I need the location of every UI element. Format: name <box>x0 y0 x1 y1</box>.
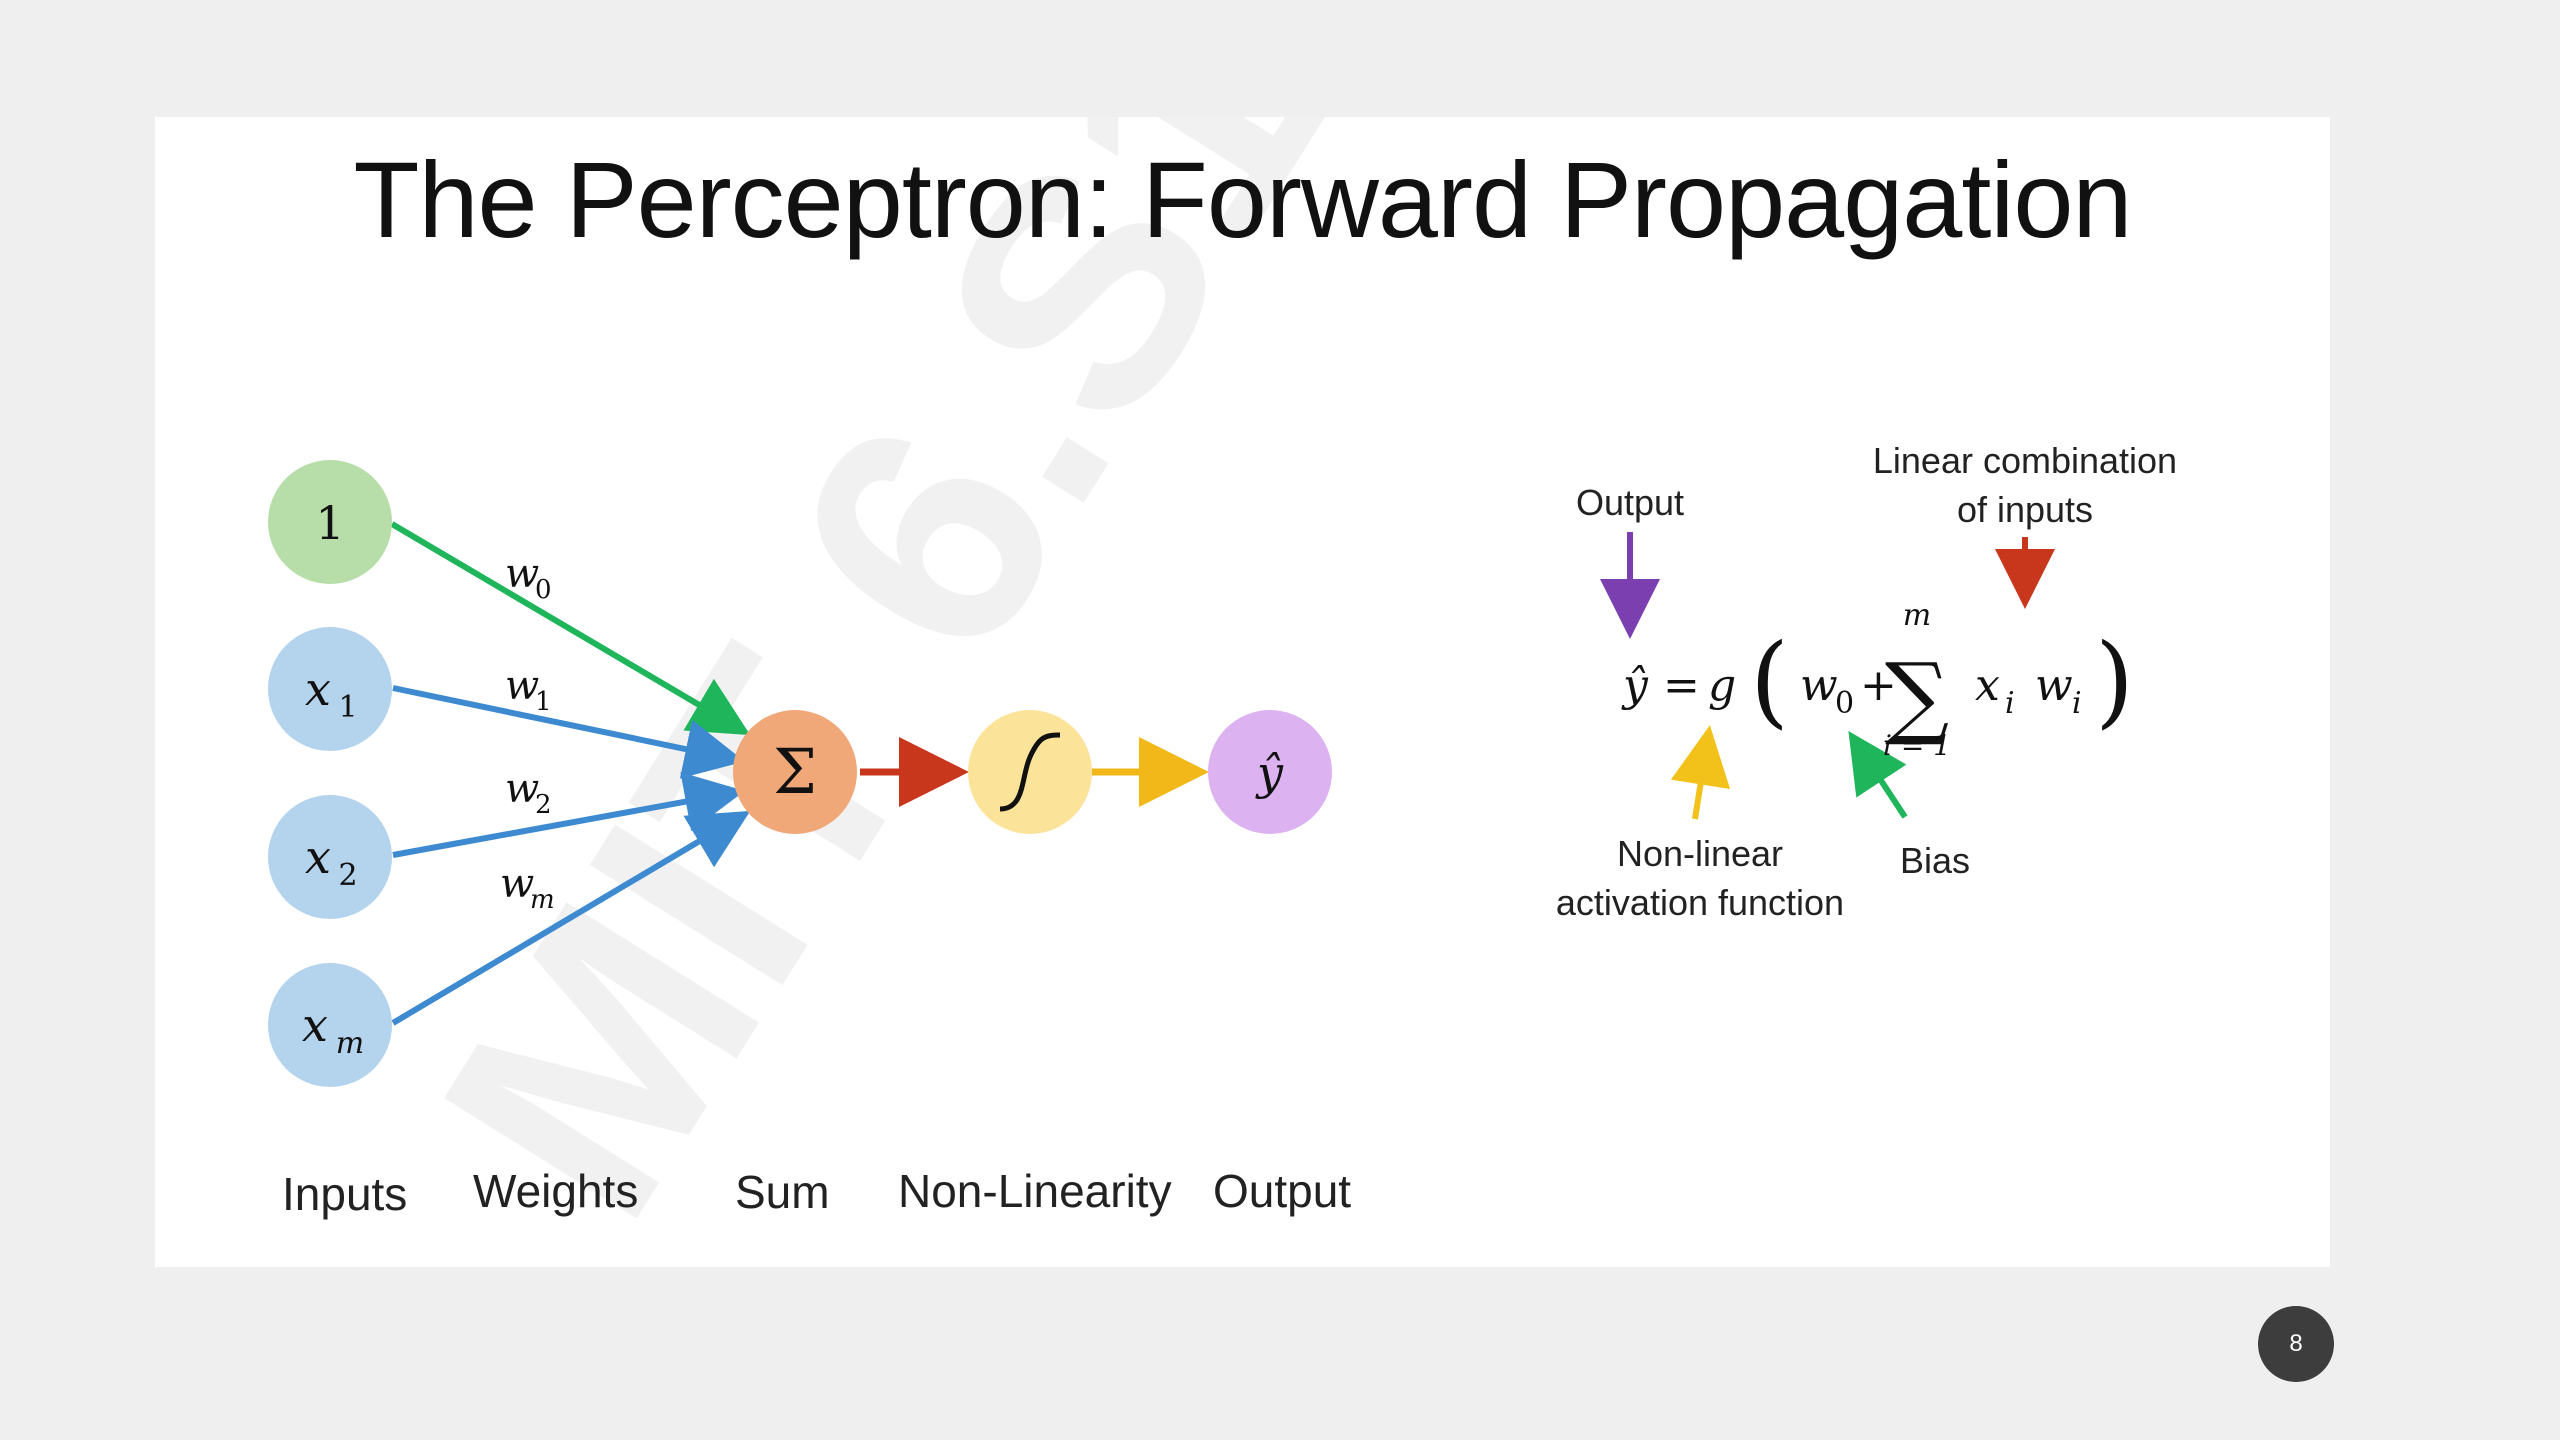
annotation-linear-combination: Linear combination of inputs <box>1855 437 2195 534</box>
svg-text:2: 2 <box>338 858 357 893</box>
svg-text:ŷ: ŷ <box>1255 746 1284 800</box>
svg-text:m: m <box>336 1026 364 1061</box>
equation-equals: = <box>1663 660 1700 711</box>
label-nonlinearity: Non-Linearity <box>898 1165 1172 1217</box>
weight-label-w1: w 1 <box>505 663 552 717</box>
svg-text:x: x <box>305 830 331 884</box>
svg-text:w: w <box>505 551 539 597</box>
weight-label-w0: w 0 <box>505 551 552 605</box>
svg-text:1: 1 <box>315 496 344 550</box>
bias-node: 1 <box>268 460 392 584</box>
sum-node: Σ <box>733 710 857 834</box>
annotation-bias: Bias <box>1899 840 1971 881</box>
equation-open-paren: ( <box>1750 622 1789 739</box>
svg-text:x: x <box>305 662 331 716</box>
svg-text:0: 0 <box>535 575 552 605</box>
equation-wi: w <box>2035 660 2073 711</box>
annotation-nonlinear-line2: activation function <box>1555 881 1845 923</box>
equation-close-paren: ) <box>2095 622 2134 739</box>
annotation-nonlinear-line1: Non-linear <box>1616 833 1784 874</box>
equation-plus: + <box>1860 660 1897 711</box>
label-inputs: Inputs <box>282 1168 408 1220</box>
annotation-nonlinear-activation: Non-linear activation function <box>1530 830 1870 927</box>
equation-wi-sub: i <box>2072 686 2082 721</box>
edge-x1-to-sum <box>392 685 745 779</box>
edge-x2-to-sum <box>392 772 745 858</box>
svg-text:w: w <box>505 766 539 812</box>
svg-text:1: 1 <box>338 690 357 725</box>
slide-title: The Perceptron: Forward Propagation <box>353 139 2133 260</box>
equation-g: g <box>1708 660 1736 711</box>
svg-text:w: w <box>500 861 534 907</box>
sigmoid-icon <box>999 732 1061 812</box>
input-node-x2: x 2 <box>268 795 392 919</box>
edge-bias-to-sum <box>390 521 751 736</box>
nonlinearity-node <box>968 710 1092 834</box>
equation-w0-sub: 0 <box>1835 686 1854 721</box>
annotation-linear-line2: of inputs <box>1956 488 2094 530</box>
svg-text:x: x <box>302 998 328 1052</box>
input-node-xm: x m <box>268 963 392 1087</box>
arrow-bias-annotation <box>1848 730 1908 819</box>
annotation-linear-line1: Linear combination <box>1872 440 2178 481</box>
weight-label-wm: w m <box>500 861 555 915</box>
equation-xi-sub: i <box>2005 686 2015 721</box>
perceptron-diagram: 1 x 1 x 2 x m w 0 w 1 w 2 <box>268 460 2134 1087</box>
svg-text:m: m <box>530 885 555 915</box>
svg-text:1: 1 <box>535 687 552 717</box>
label-sum: Sum <box>735 1166 830 1218</box>
equation-yhat: ŷ <box>1621 660 1649 711</box>
annotation-output: Output <box>1575 482 1685 523</box>
equation-xi: x <box>1975 660 2000 711</box>
perceptron-equation: ŷ = g ( w 0 + m ∑ i = 1 x i w i ) <box>1621 598 2134 762</box>
output-node: ŷ <box>1208 710 1332 834</box>
svg-text:w: w <box>505 663 539 709</box>
edge-xm-to-sum <box>391 810 751 1026</box>
label-output: Output <box>1213 1165 1352 1217</box>
slide: MIT 6.S191 The Perceptron: Forward Propa… <box>155 117 2330 1267</box>
equation-sigma: ∑ <box>1885 644 1949 749</box>
svg-text:Σ: Σ <box>773 735 817 808</box>
input-node-x1: x 1 <box>268 627 392 751</box>
arrow-nonlinear-annotation <box>1670 725 1731 820</box>
weight-label-w2: w 2 <box>505 766 552 820</box>
svg-text:2: 2 <box>535 790 552 820</box>
equation-sum-lower: i = 1 <box>1883 729 1951 762</box>
equation-sum-upper: m <box>1903 598 1931 633</box>
label-weights: Weights <box>473 1165 639 1217</box>
equation-w0: w <box>1800 660 1838 711</box>
page-number-badge[interactable]: 8 <box>2258 1306 2334 1382</box>
